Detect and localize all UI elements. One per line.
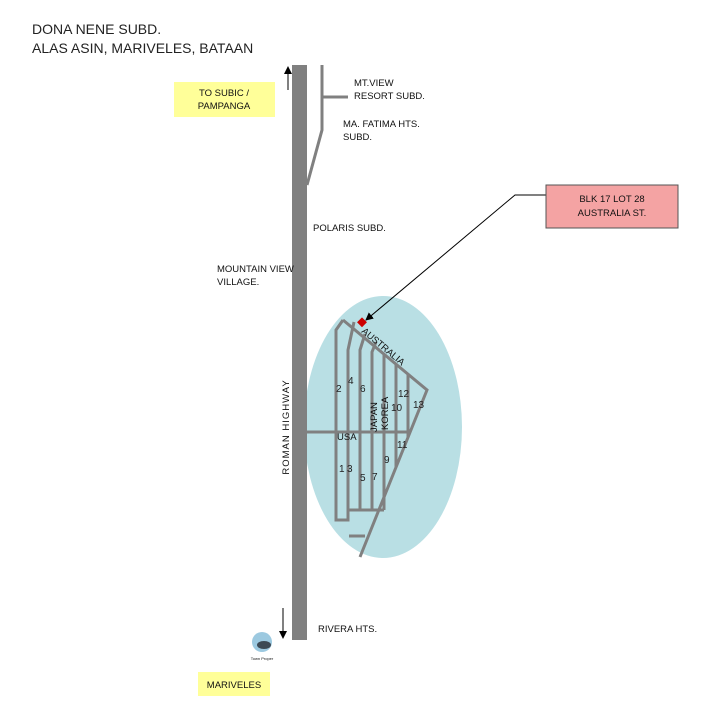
street-korea: KOREA <box>380 396 391 430</box>
subdivision-streets <box>307 318 429 558</box>
map-title-line1: DONA NENE SUBD. <box>32 21 161 37</box>
landmark-polaris: POLARIS SUBD. <box>313 223 386 234</box>
destination-north-line2: PAMPANGA <box>198 101 251 112</box>
block-number: 1 <box>339 464 345 475</box>
street-usa: USA <box>337 432 357 443</box>
target-pointer-arrow <box>365 194 547 321</box>
block-number: 2 <box>336 384 342 395</box>
logo-text: Town Proper <box>251 656 274 661</box>
block-number: 3 <box>347 464 353 475</box>
destination-north-line1: TO SUBIC / <box>199 88 249 99</box>
block-numbers: 1 2 3 4 5 6 7 9 10 11 12 13 <box>336 376 425 484</box>
block-number: 5 <box>360 473 366 484</box>
landmark-mt-view-line1: MT.VIEW <box>354 78 394 89</box>
landmark-mountain-view-line2: VILLAGE. <box>217 277 259 288</box>
landmark-rivera: RIVERA HTS. <box>318 624 377 635</box>
target-marker-icon <box>357 317 367 328</box>
block-number: 11 <box>397 440 408 451</box>
block-number: 6 <box>360 384 366 395</box>
destination-north-box: TO SUBIC / PAMPANGA <box>174 82 275 117</box>
block-number: 4 <box>348 376 354 387</box>
street-japan: JAPAN <box>369 402 380 432</box>
block-number: 7 <box>372 472 378 483</box>
target-line2: AUSTRALIA ST. <box>578 208 647 219</box>
block-number: 9 <box>384 455 390 466</box>
map-title-line2: ALAS ASIN, MARIVELES, BATAAN <box>32 40 253 56</box>
landmark-fatima-line2: SUBD. <box>343 132 372 143</box>
landmark-fatima-line1: MA. FATIMA HTS. <box>343 119 420 130</box>
block-number: 10 <box>391 403 403 414</box>
target-box: BLK 17 LOT 28 AUSTRALIA ST. <box>545 184 679 229</box>
block-number: 12 <box>398 389 410 400</box>
roman-highway <box>292 65 307 640</box>
target-line1: BLK 17 LOT 28 <box>579 194 644 205</box>
destination-south-label: MARIVELES <box>207 680 261 691</box>
town-proper-logo: Town Proper <box>251 632 274 661</box>
landmark-mt-view-line2: RESORT SUBD. <box>354 91 425 102</box>
block-number: 13 <box>413 400 425 411</box>
destination-south-box: MARIVELES <box>198 672 270 696</box>
side-roads <box>305 65 348 186</box>
highway-label: ROMAN HIGHWAY <box>281 379 292 474</box>
landmark-mountain-view-line1: MOUNTAIN VIEW <box>217 264 294 275</box>
